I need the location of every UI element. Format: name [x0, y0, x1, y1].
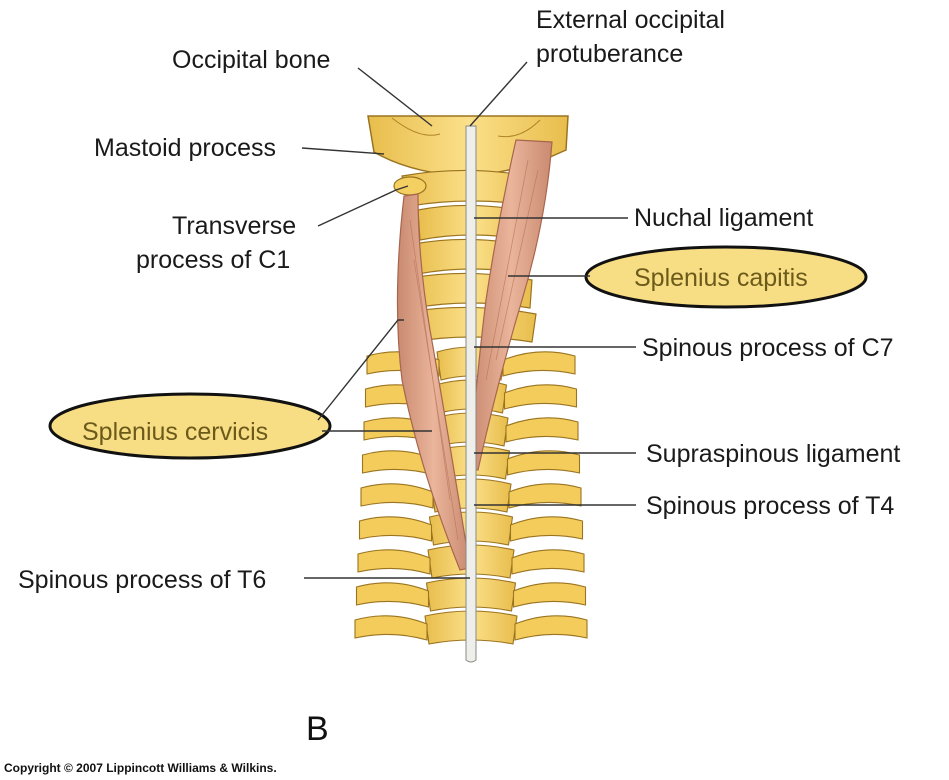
label-external-occipital-1: External occipital	[536, 6, 725, 34]
label-splenius-capitis: Splenius capitis	[634, 264, 808, 292]
muscles	[396, 139, 553, 571]
label-transverse-2: process of C1	[136, 246, 290, 274]
label-spinous-t6: Spinous process of T6	[18, 566, 266, 594]
labels: Occipital bone External occipital protub…	[4, 6, 900, 775]
label-spinous-c7: Spinous process of C7	[642, 334, 894, 362]
leader-lines	[301, 61, 636, 579]
panel-letter: B	[306, 710, 329, 748]
label-external-occipital-2: protuberance	[536, 40, 683, 68]
splenius-cervicis-muscle	[396, 193, 471, 571]
label-nuchal-ligament: Nuchal ligament	[634, 204, 813, 232]
splenius-capitis-highlight	[584, 245, 868, 309]
label-spinous-t4: Spinous process of T4	[646, 492, 894, 520]
copyright-notice: Copyright © 2007 Lippincott Williams & W…	[4, 761, 277, 775]
label-mastoid-process: Mastoid process	[94, 134, 276, 162]
label-supraspinous-ligament: Supraspinous ligament	[646, 440, 900, 468]
spine-illustration	[354, 115, 588, 663]
label-transverse-1: Transverse	[172, 212, 296, 240]
label-splenius-cervicis: Splenius cervicis	[82, 418, 268, 446]
nuchal-ligament-shape	[465, 125, 477, 663]
splenius-cervicis-highlight	[48, 392, 332, 460]
label-occipital-bone: Occipital bone	[172, 46, 330, 74]
splenius-capitis-muscle	[469, 139, 553, 471]
thoracic-level	[357, 544, 585, 579]
